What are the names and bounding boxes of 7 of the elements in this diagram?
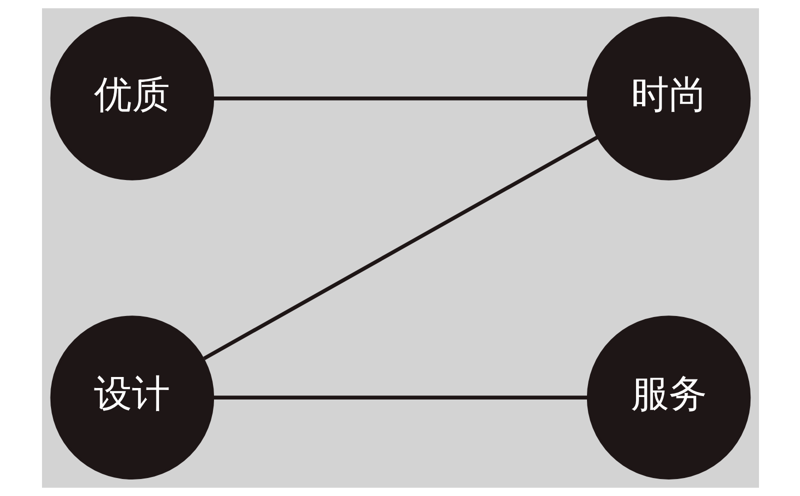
connector — [202, 135, 598, 360]
connector — [212, 396, 588, 400]
node-circle: 时尚 — [586, 16, 750, 180]
connector — [212, 96, 588, 100]
node-circle: 服务 — [586, 316, 750, 480]
node-circle: 设计 — [50, 316, 214, 480]
node-circle: 优质 — [50, 16, 214, 180]
